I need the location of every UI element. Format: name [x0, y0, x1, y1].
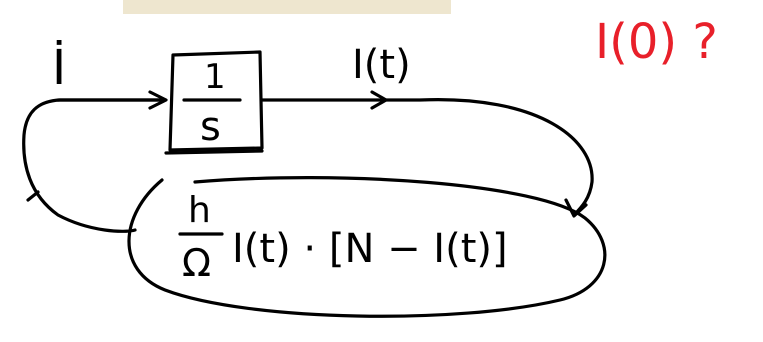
- input-arrow: [56, 90, 168, 110]
- highlight-bar: [123, 0, 451, 14]
- feedback-path: [22, 98, 167, 233]
- output-signal-label: I(t): [352, 42, 411, 88]
- integrator-numerator: 1: [204, 57, 226, 97]
- integrator-block: [164, 50, 264, 155]
- integrator-denominator: s: [200, 104, 221, 150]
- feedback-fraction-numerator: h: [188, 190, 211, 231]
- output-path: [260, 90, 594, 218]
- question-label: I(0) ?: [595, 14, 718, 70]
- input-derivative-label: İ: [52, 40, 66, 96]
- feedback-ellipse: [127, 176, 607, 318]
- feedback-fraction-denominator: Ω: [182, 241, 211, 285]
- feedback-expression: I(t) · [N − I(t)]: [232, 226, 508, 272]
